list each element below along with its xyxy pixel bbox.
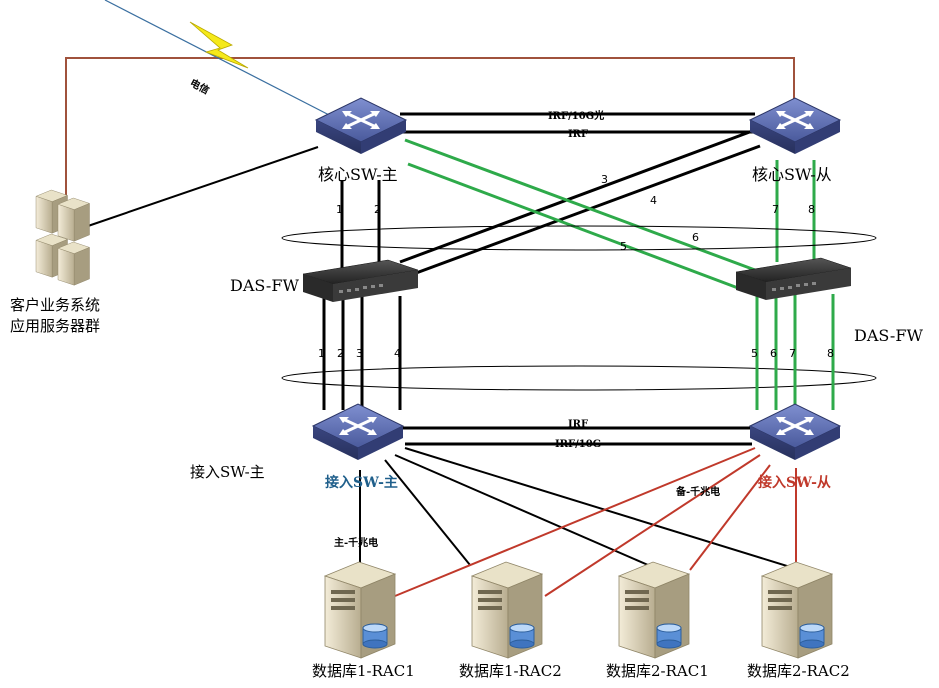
core-sw-slave-label: 核心SW-从 <box>752 165 832 184</box>
access-sw-slave-label: 接入SW-从 <box>758 474 831 491</box>
link-number: 5 <box>620 240 627 253</box>
client-servers-label-2: 应用服务器群 <box>10 317 100 335</box>
link-number: 3 <box>601 173 608 186</box>
telecom-uplink <box>65 57 795 195</box>
telecom-label: 电信 <box>188 76 212 97</box>
irf-10g-fiber-label: IRF/10G光 <box>548 109 604 122</box>
das-fw-left-label: DAS-FW <box>230 276 299 295</box>
link-number: 7 <box>772 203 779 216</box>
link-number: 6 <box>770 347 777 360</box>
db-server-icon <box>761 561 833 659</box>
link-number: 3 <box>356 347 363 360</box>
link-number: 1 <box>318 347 325 360</box>
link-number: 8 <box>827 347 834 360</box>
backup-gig-label: 备-千兆电 <box>675 485 720 498</box>
firewall-right-icon <box>735 257 852 301</box>
irf-10g-bottom-label: IRF/10G <box>555 439 601 450</box>
access-switch-main-icon <box>311 402 405 462</box>
access-switch-slave-icon <box>748 402 842 462</box>
link-number: 4 <box>650 194 657 207</box>
link-number: 7 <box>789 347 796 360</box>
irf-top-label: IRF <box>568 129 588 140</box>
link-number: 4 <box>394 347 401 360</box>
db-server-icon <box>618 561 690 659</box>
link-number: 8 <box>808 203 815 216</box>
core-sw-main-label: 核心SW-主 <box>318 165 398 184</box>
link-number: 2 <box>337 347 344 360</box>
lightning-icon <box>104 0 336 119</box>
link-number: 1 <box>336 203 343 216</box>
db-label: 数据库1-RAC2 <box>459 662 562 680</box>
main-gig-label: 主-千兆电 <box>334 536 378 549</box>
db-label: 数据库2-RAC2 <box>747 662 850 680</box>
link-number: 2 <box>374 203 381 216</box>
client-servers-label-1: 客户业务系统 <box>10 296 100 314</box>
das-fw-right-label: DAS-FW <box>854 326 923 345</box>
access-sw-main-side-label: 接入SW-主 <box>190 463 265 481</box>
db-label: 数据库2-RAC1 <box>606 662 709 680</box>
core-switch-slave-icon <box>748 96 842 156</box>
db-label: 数据库1-RAC1 <box>312 662 415 680</box>
db-server-icon <box>324 561 396 659</box>
irf-bottom-label: IRF <box>568 419 588 430</box>
access-sw-main-label: 接入SW-主 <box>325 474 398 491</box>
link-number: 6 <box>692 231 699 244</box>
firewall-left-icon <box>302 259 419 303</box>
db-server-icon <box>471 561 543 659</box>
client-servers-icon <box>35 189 91 286</box>
core-switch-main-icon <box>314 96 408 156</box>
link-number: 5 <box>751 347 758 360</box>
client-to-core-link <box>87 146 319 227</box>
